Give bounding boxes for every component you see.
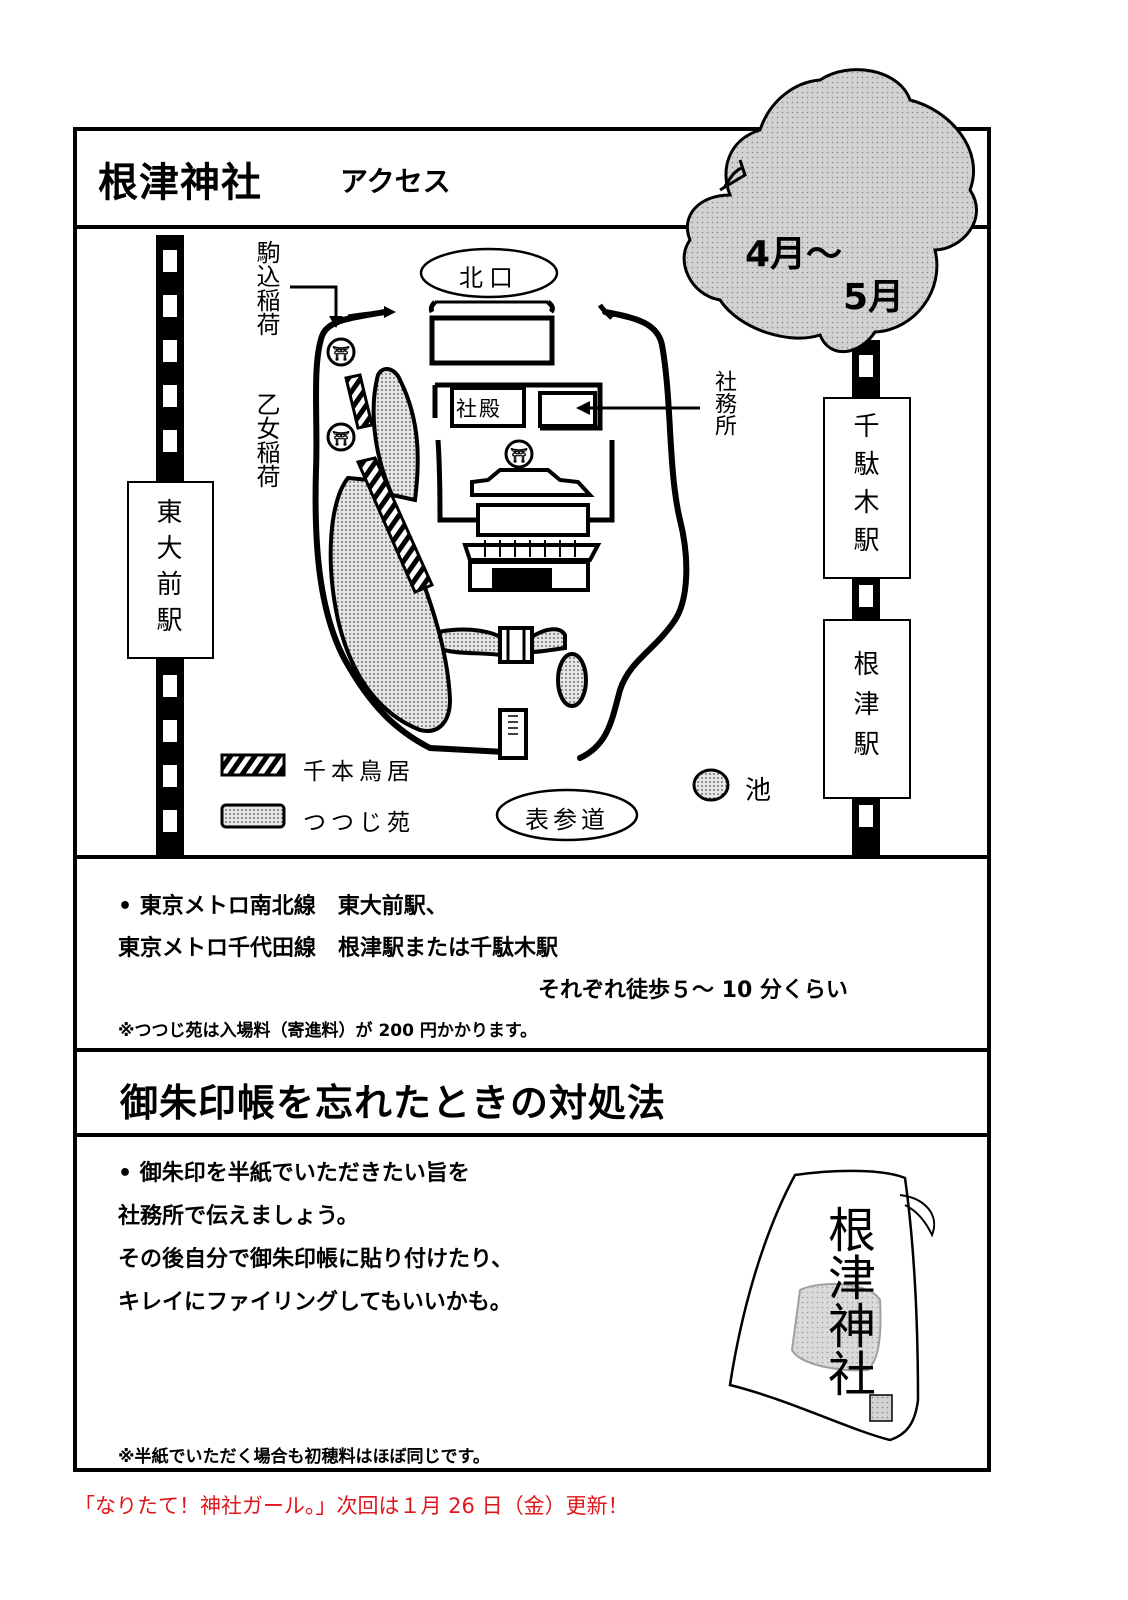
station-box-sendagi (823, 397, 911, 579)
main-hall-box (450, 386, 526, 428)
page-subtitle: アクセス (340, 165, 451, 198)
grounds-west-wall (312, 309, 508, 755)
season-badge-flower (682, 68, 978, 353)
legend-torii-label: 千本鳥居 (303, 759, 415, 785)
shrine-mark-main: ⛩ (504, 439, 534, 469)
shrine-mark-otome: ⛩ (326, 422, 356, 452)
senbon-torii-north (344, 373, 374, 430)
map-divider (73, 855, 991, 859)
stamp-paper-text: 根津神社 (819, 1205, 875, 1397)
page-title: 根津神社 (98, 160, 262, 206)
grounds-east-wall (577, 309, 690, 761)
tips-line-3: その後自分で御朱印帳に貼り付けたり、 (118, 1247, 514, 1272)
otome-inari-label: 乙女稲荷 (252, 392, 280, 488)
tips-note: ※半紙でいただく場合も初穂料はほぼ同じです。 (118, 1447, 490, 1467)
station-box-nezu (823, 619, 911, 799)
station-sendagi: 千駄木駅 (849, 412, 879, 564)
svg-text:⛩: ⛩ (510, 447, 528, 464)
legend-pond-label: 池 (745, 776, 772, 806)
north-gate-label-oval (419, 247, 559, 299)
next-update-footer: 「なりたて！神社ガール。」次回は１月 26 日（金）更新！ (74, 1494, 629, 1518)
azalea-garden-north (371, 367, 420, 503)
north-gate-label: 北口 (459, 264, 519, 292)
page-frame (73, 127, 991, 1472)
komagome-inari-label: 駒込稲荷 (252, 240, 280, 336)
senbon-torii-south (355, 456, 435, 594)
tips-title: 御朱印帳を忘れたときの対処法 (120, 1081, 667, 1125)
shamusho-label: 社務所 (711, 370, 736, 436)
station-box-todaimae (127, 481, 214, 659)
access-line-1: • 東京メトロ南北線 東大前駅、 (118, 894, 448, 919)
south-gate-label: 表参道 (525, 806, 609, 834)
tips-line-4: キレイにファイリングしてもいいかも。 (118, 1290, 512, 1315)
access-line-3: それぞれ徒歩５〜 10 分くらい (538, 978, 848, 1003)
access-note: ※つつじ苑は入場料（寄進料）が 200 円かかります。 (118, 1021, 538, 1041)
tips-line-1: • 御朱印を半紙でいただきたい旨を (118, 1161, 470, 1186)
station-nezu: 根津駅 (849, 650, 879, 770)
shrine-mark-komagome: ⛩ (326, 337, 356, 367)
svg-text:⛩: ⛩ (332, 345, 350, 362)
access-line-2: 東京メトロ千代田線 根津駅または千駄木駅 (118, 936, 559, 961)
tips-title-divider (73, 1133, 991, 1137)
tips-line-2: 社務所で伝えましょう。 (118, 1204, 359, 1229)
legend-azalea-swatch (220, 803, 286, 829)
legend-azalea-label: つつじ苑 (303, 810, 415, 836)
south-gate-label-oval (495, 788, 639, 842)
header-divider (73, 225, 991, 229)
access-divider (73, 1048, 991, 1052)
north-building (429, 315, 555, 366)
station-todaimae: 東大前駅 (152, 498, 182, 642)
legend-torii-swatch (220, 753, 286, 777)
svg-text:⛩: ⛩ (332, 430, 350, 447)
main-hall-label: 社殿 (456, 397, 502, 421)
season-badge-line1: 4月〜 (745, 234, 843, 275)
legend-pond-swatch (692, 768, 730, 802)
season-badge-line2: 5月 (843, 277, 905, 318)
